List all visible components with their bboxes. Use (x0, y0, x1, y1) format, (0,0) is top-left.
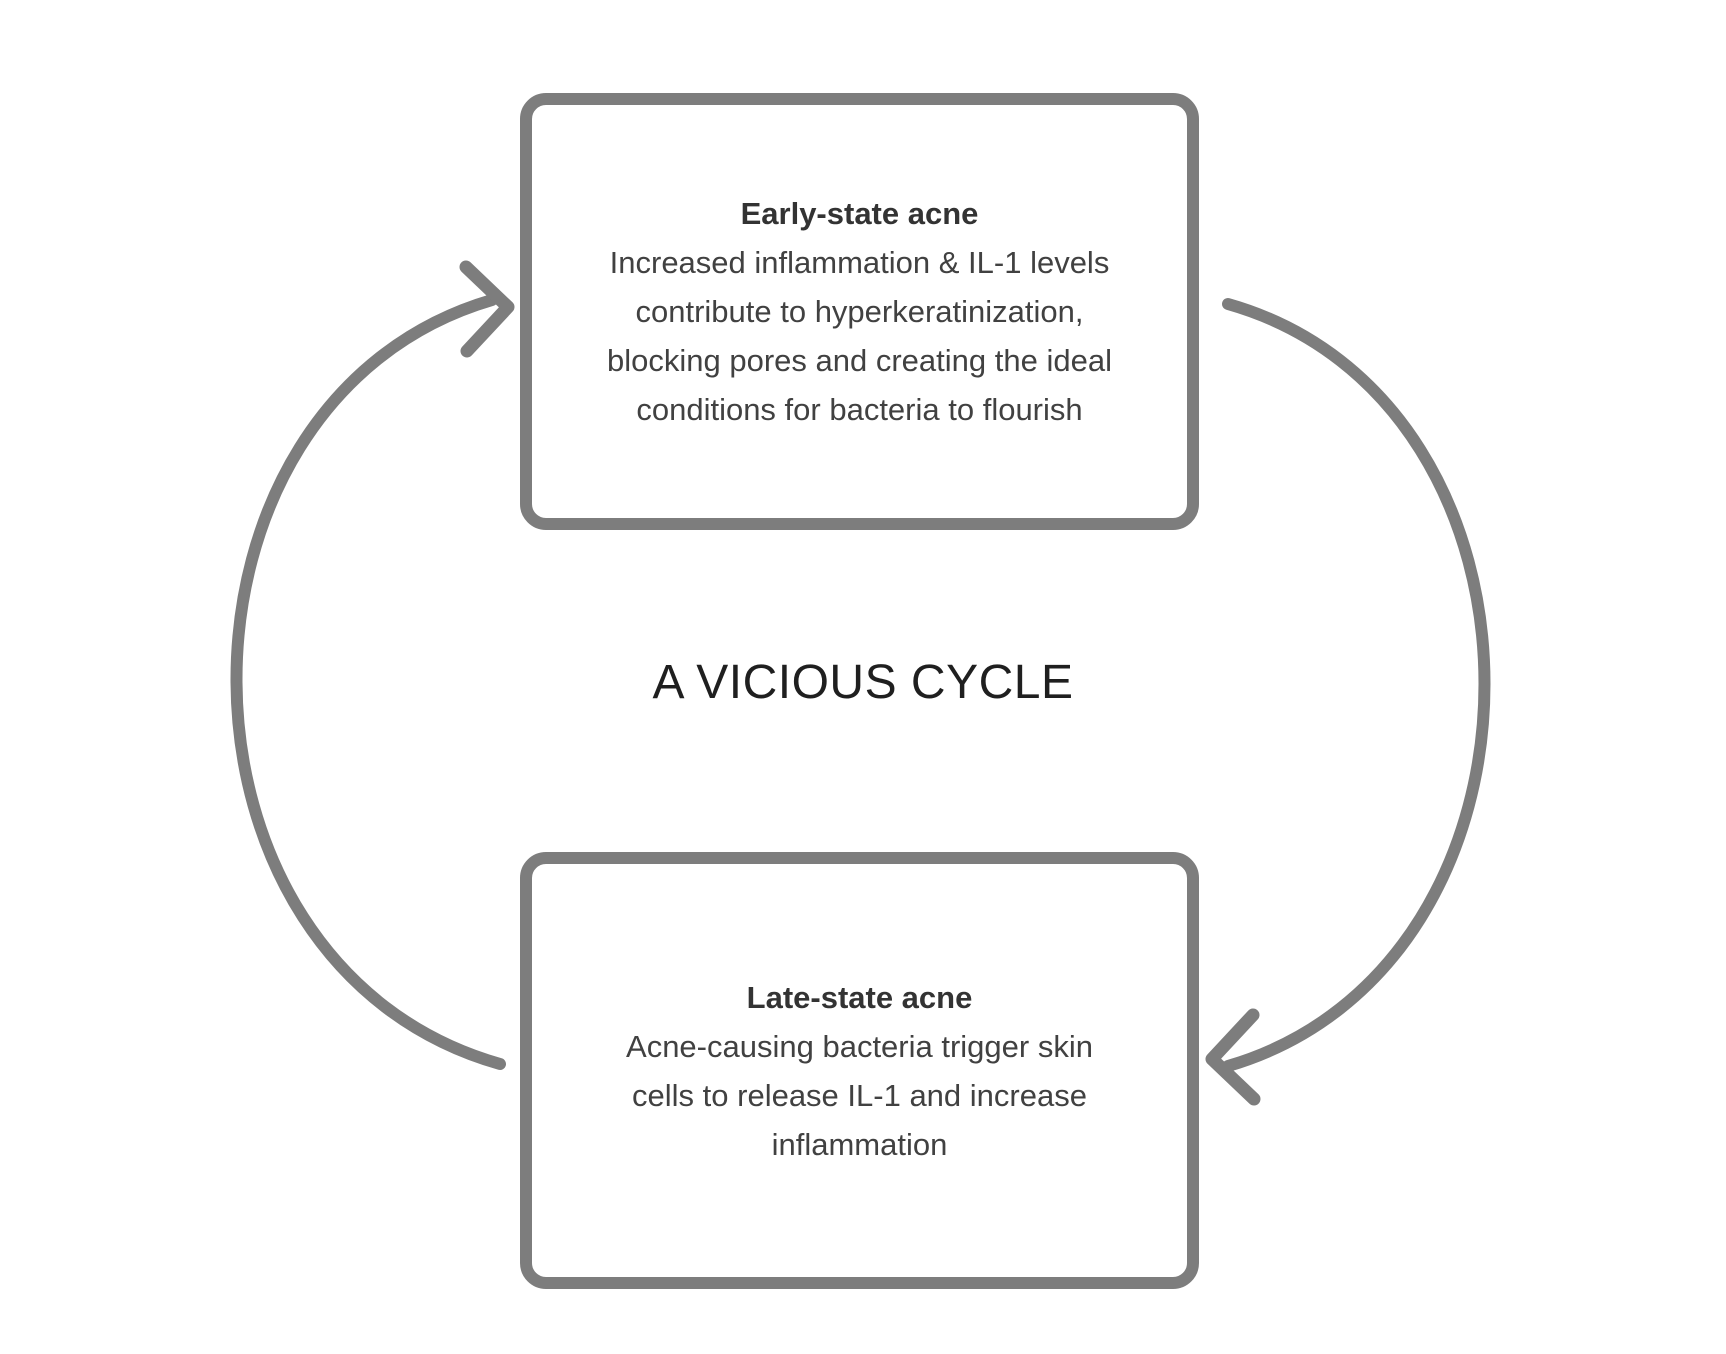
arrowhead-left-icon (1205, 1008, 1261, 1106)
arc-left (230, 294, 506, 1070)
late-box-heading: Late-state acne (746, 979, 973, 1015)
diagram-title: A VICIOUS CYCLE (652, 656, 1074, 709)
late-state-acne-box: Late-state acne Acne-causing bacteria tr… (520, 852, 1199, 1289)
early-state-acne-box: Early-state acne Increased inflammation … (520, 93, 1199, 530)
arrowhead-right-icon (459, 260, 515, 358)
early-box-heading: Early-state acne (740, 196, 979, 231)
curved-arrow-down-icon (1205, 298, 1491, 1106)
arc-right (1222, 298, 1491, 1072)
late-box-body: Acne-causing bacteria trigger skin cells… (626, 1028, 1093, 1162)
curved-arrow-up-icon (230, 260, 515, 1070)
early-box-body: Increased inflammation & IL-1 levels con… (607, 245, 1112, 427)
